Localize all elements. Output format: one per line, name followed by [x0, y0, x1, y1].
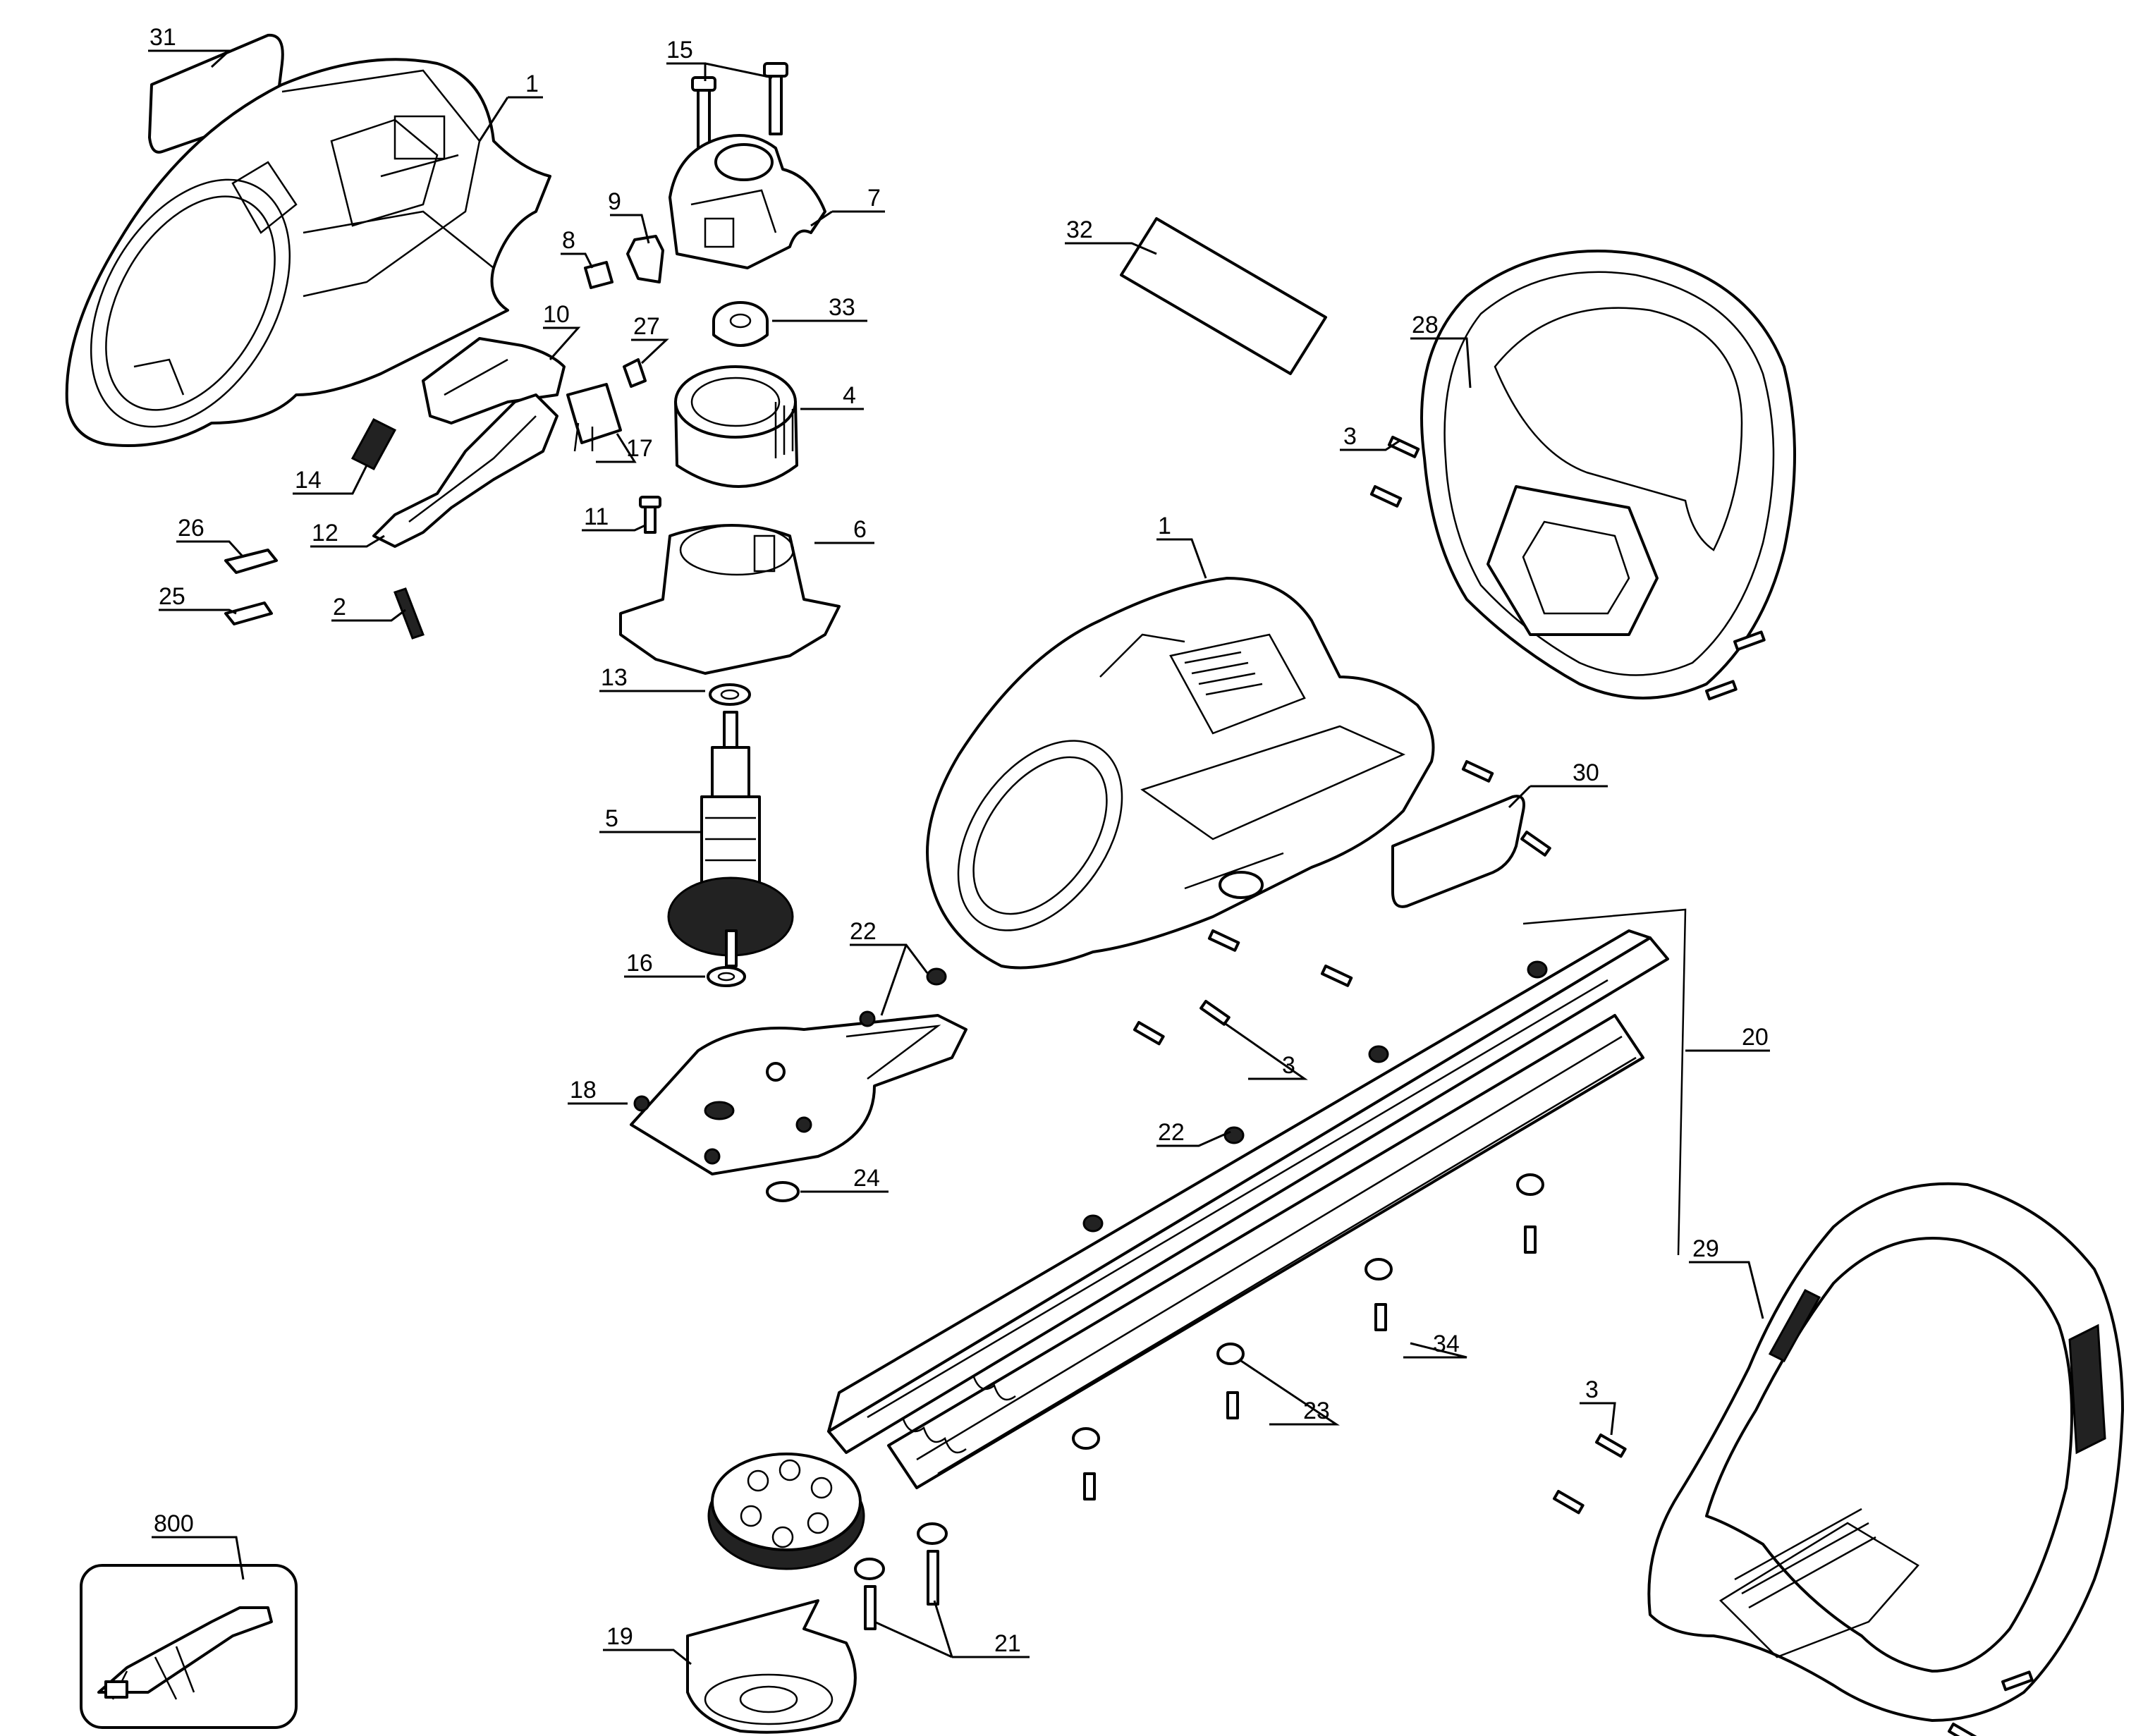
part-3-screws-middle: [1133, 929, 1353, 1046]
callout-31: 31: [149, 24, 176, 51]
callout-21: 21: [994, 1630, 1021, 1657]
callout-labels: 31 1 15 7 9 8 33 10 27 4 14 17 26 12 11 …: [149, 24, 1769, 1657]
callout-33: 33: [829, 294, 855, 321]
callout-32: 32: [1066, 216, 1093, 243]
callout-3-upper: 3: [1343, 423, 1357, 450]
part-24-washer: [766, 1181, 800, 1202]
callout-22-lower: 22: [1158, 1119, 1185, 1146]
part-34-bolts: [864, 1225, 1537, 1630]
callout-4: 4: [843, 382, 856, 409]
part-22-nut-upper: [926, 967, 947, 986]
part-13-washer: [709, 683, 751, 706]
part-10-lock-button: [422, 337, 566, 424]
part-29-front-handle: [1647, 1182, 2124, 1722]
part-14-spring: [350, 418, 397, 470]
part-20-blade-assembly: [827, 908, 1687, 1489]
part-18-gear-plate: [630, 1010, 967, 1175]
part-17-switch: [566, 383, 622, 452]
callout-12: 12: [312, 520, 338, 546]
callout-26: 26: [178, 515, 204, 542]
part-4-field: [674, 365, 798, 488]
callout-1-left: 1: [525, 71, 539, 97]
part-2-pin: [393, 587, 425, 640]
part-25-clip: [224, 601, 273, 625]
callout-22-upper: 22: [850, 918, 877, 945]
callout-19: 19: [606, 1623, 633, 1650]
callout-3-middle: 3: [1282, 1052, 1295, 1079]
callout-14: 14: [295, 467, 322, 494]
callout-20: 20: [1742, 1024, 1769, 1051]
callout-7: 7: [867, 185, 881, 212]
part-3-screws-lower: [1553, 1434, 2034, 1736]
part-9-switch-clip: [626, 235, 664, 283]
part-1-housing-assembled: [926, 577, 1435, 970]
part-800-kit-inset: [80, 1564, 298, 1729]
callout-6: 6: [853, 516, 867, 543]
callout-23: 23: [1303, 1398, 1330, 1424]
part-22-nuts-blade: [854, 960, 1548, 1580]
part-7-switch-cover: [669, 134, 826, 269]
callout-27: 27: [633, 313, 660, 340]
part-8-block: [584, 261, 613, 289]
callout-10: 10: [543, 301, 570, 328]
callout-34: 34: [1433, 1331, 1460, 1357]
part-19-gear-cover: [686, 1599, 857, 1734]
part-gear-disc: [707, 1453, 865, 1570]
part-5-armature: [667, 711, 794, 967]
part-12-trigger: [372, 393, 558, 548]
callout-25: 25: [159, 583, 185, 610]
part-32-label: [1120, 217, 1327, 375]
callout-3-lower: 3: [1585, 1376, 1599, 1403]
callout-5: 5: [605, 805, 618, 832]
callout-29: 29: [1692, 1235, 1719, 1262]
callout-leader-lines: [148, 49, 1770, 1665]
part-6-motor-mount: [619, 524, 841, 675]
part-11-screw: [639, 496, 661, 534]
callout-18: 18: [570, 1077, 597, 1104]
callout-13: 13: [601, 664, 628, 691]
callout-11: 11: [584, 503, 609, 530]
callout-1-right: 1: [1158, 513, 1171, 539]
callout-28: 28: [1412, 312, 1439, 338]
callout-800: 800: [154, 1510, 194, 1537]
part-27-clip: [623, 358, 647, 388]
part-26-clip: [224, 549, 278, 574]
part-28-handle-cover: [1420, 250, 1796, 699]
callout-30: 30: [1573, 759, 1599, 786]
callout-17: 17: [626, 435, 653, 462]
callout-8: 8: [562, 227, 575, 254]
callout-15: 15: [666, 37, 693, 63]
callout-24: 24: [853, 1165, 880, 1192]
callout-16: 16: [626, 950, 653, 977]
part-30-label: [1391, 795, 1525, 908]
callout-2: 2: [333, 594, 346, 621]
part-1-housing-left: [65, 58, 551, 447]
part-16-washer: [707, 966, 746, 987]
callout-9: 9: [608, 188, 621, 215]
part-33-bearing: [712, 301, 769, 347]
